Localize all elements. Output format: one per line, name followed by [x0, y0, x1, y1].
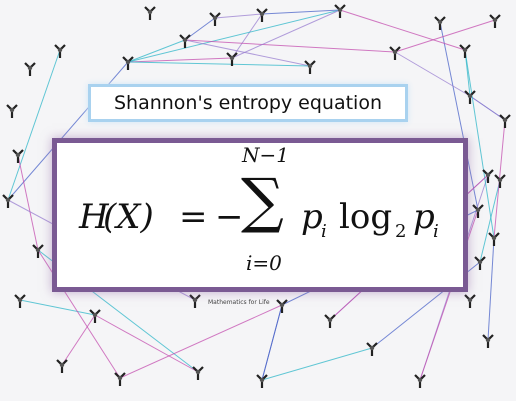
- network-node: [366, 342, 378, 356]
- network-link: [394, 19, 496, 53]
- network-node: [54, 44, 66, 58]
- network-node: [256, 374, 268, 388]
- network-link: [261, 304, 283, 381]
- network-link: [394, 51, 471, 97]
- formula-minus: −: [215, 197, 244, 237]
- network-link: [94, 314, 199, 373]
- network-link: [37, 249, 121, 379]
- network-link: [61, 314, 96, 366]
- network-node: [464, 90, 476, 104]
- network-node: [14, 294, 26, 308]
- network-link: [339, 9, 466, 51]
- network-link: [464, 49, 495, 239]
- formula-lower-limit: i=0: [246, 251, 282, 275]
- network-node: [488, 232, 500, 246]
- entropy-formula: H (X) = − N−1 ∑ i=0 p i log 2 p i: [57, 143, 463, 287]
- network-link: [17, 154, 39, 251]
- network-node: [89, 309, 101, 323]
- formula-term-p2: p: [413, 197, 435, 237]
- network-link: [127, 39, 186, 63]
- network-node: [189, 294, 201, 308]
- formula-log-base: 2: [395, 221, 407, 242]
- network-link: [7, 49, 61, 201]
- network-node: [482, 334, 494, 348]
- network-link: [184, 39, 311, 67]
- formula-sub-i2: i: [433, 221, 439, 242]
- network-node: [6, 104, 18, 118]
- formula-equals: =: [179, 197, 208, 237]
- network-node: [499, 114, 511, 128]
- credit-text: Mathematics for Life: [208, 299, 270, 306]
- network-node: [304, 60, 316, 74]
- network-node: [434, 16, 446, 30]
- network-node: [414, 374, 426, 388]
- network-node: [474, 256, 486, 270]
- formula-lhs-arg: (X): [103, 197, 154, 237]
- network-link: [119, 304, 283, 379]
- network-node: [226, 52, 238, 66]
- network-nodes: [2, 4, 511, 388]
- network-node: [472, 204, 484, 218]
- formula-panel: H (X) = − N−1 ∑ i=0 p i log 2 p i: [52, 138, 468, 292]
- network-link: [127, 61, 311, 67]
- network-node: [12, 149, 24, 163]
- network-link: [231, 9, 341, 59]
- network-node: [114, 372, 126, 386]
- network-link: [469, 95, 506, 121]
- network-node: [464, 294, 476, 308]
- network-node: [324, 314, 336, 328]
- network-node: [56, 359, 68, 373]
- formula-lhs-symbol: H: [79, 197, 109, 237]
- formula-term-p: p: [301, 197, 323, 237]
- network-node: [389, 46, 401, 60]
- network-link: [127, 9, 341, 63]
- network-node: [179, 34, 191, 48]
- network-node: [459, 44, 471, 58]
- network-link: [19, 299, 96, 316]
- network-link: [439, 21, 479, 211]
- network-link: [487, 237, 495, 341]
- network-node: [334, 4, 346, 18]
- network-link: [184, 39, 396, 53]
- network-node: [482, 169, 494, 183]
- network-node: [2, 194, 14, 208]
- network-node: [494, 174, 506, 188]
- network-link: [419, 209, 479, 381]
- formula-sub-i: i: [321, 221, 327, 242]
- network-node: [24, 62, 36, 76]
- network-node: [489, 14, 501, 28]
- network-link: [127, 57, 233, 63]
- network-node: [276, 299, 288, 313]
- network-link: [261, 347, 373, 381]
- network-node: [144, 6, 156, 20]
- formula-log: log: [339, 197, 393, 237]
- network-node: [209, 12, 221, 26]
- formula-sum-symbol: ∑: [241, 166, 284, 236]
- network-link: [479, 179, 501, 263]
- network-link: [261, 9, 341, 15]
- formula-upper-limit: N−1: [242, 143, 289, 167]
- network-node: [122, 56, 134, 70]
- network-node: [256, 8, 268, 22]
- network-node: [32, 244, 44, 258]
- network-link: [214, 13, 263, 19]
- title-banner: Shannon's entropy equation: [88, 84, 408, 122]
- title-text: Shannon's entropy equation: [113, 92, 383, 114]
- network-node: [192, 366, 204, 380]
